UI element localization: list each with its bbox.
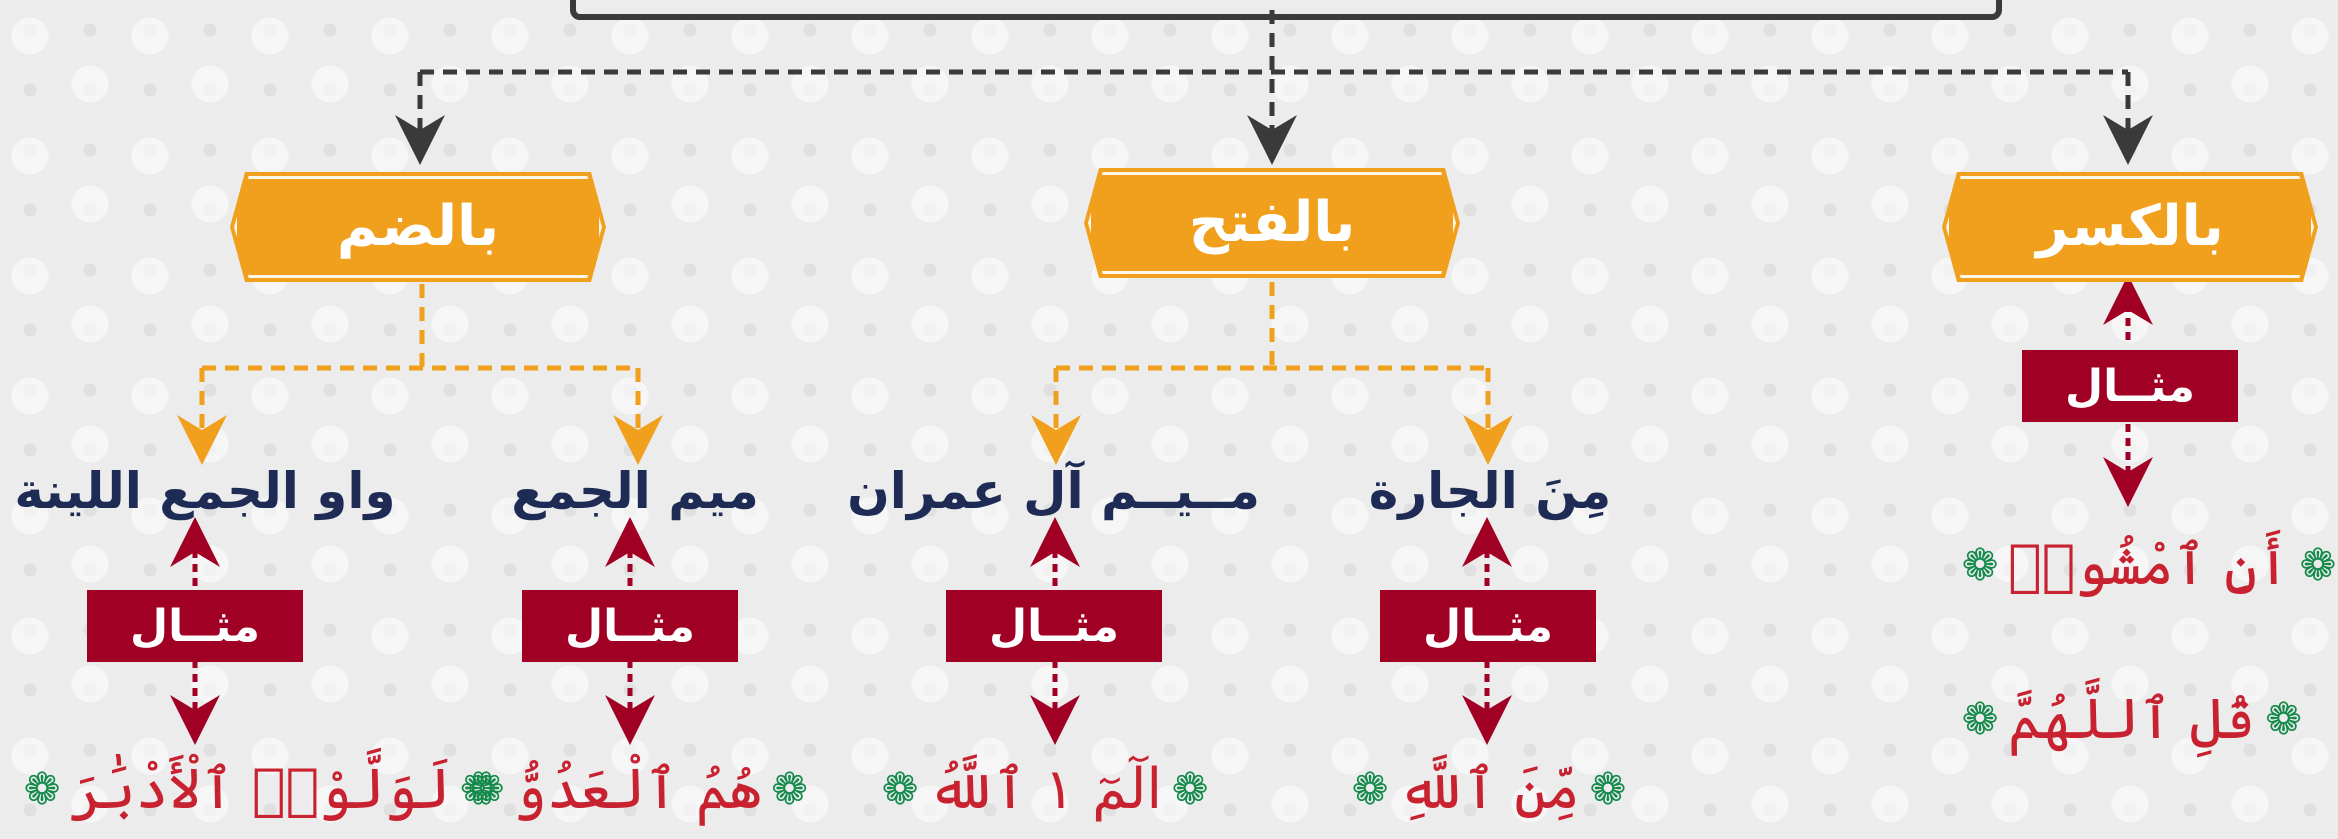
verse-kasr-2: ❁ قُلِ ٱللَّهُمَّ ❁: [1960, 690, 2304, 750]
example-label: مثــال: [130, 600, 260, 652]
verse-min-jarra: ❁ مِّنَ ٱللَّهِ ❁: [1350, 760, 1628, 820]
ornament-icon: ❁: [2299, 540, 2337, 591]
category-label-damm: بالضم: [336, 194, 500, 259]
verse-waw-jam: ❁ لَوَلَّوْا۟ ٱلْأَدْبَٰرَ ❁: [22, 760, 498, 820]
verse-kasr-1: ❁ أَنِ ٱمْشُوا۟ ❁: [1960, 536, 2338, 596]
example-label: مثــال: [989, 600, 1119, 652]
example-tag-mim-al-imran: مثــال: [946, 590, 1162, 662]
category-box-fath: بالفتح: [1084, 168, 1460, 278]
sub-label-waw-jam: واو الجمع اللينة: [14, 462, 396, 520]
ornament-icon: ❁: [771, 764, 808, 815]
verse-mim-jam: ❁ هُمُ ٱلْعَدُوُّ ❁: [466, 760, 810, 820]
category-label-kasr: بالكسر: [2036, 194, 2224, 259]
ornament-icon: ❁: [459, 764, 497, 815]
ornament-icon: ❁: [1961, 540, 1999, 591]
example-tag-mim-jam: مثــال: [522, 590, 738, 662]
verse-text-waw-jam: لَوَلَّوْا۟ ٱلْأَدْبَٰرَ: [70, 757, 451, 822]
top-frame-bar: [570, 0, 2002, 20]
verse-text-min-jarra: مِّنَ ٱللَّهِ: [1398, 757, 1580, 822]
verse-text-kasr-2: قُلِ ٱللَّهُمَّ: [2008, 687, 2256, 752]
verse-text-kasr-1: أَنِ ٱمْشُوا۟: [2008, 533, 2290, 598]
sub-label-mim-jam: ميم الجمع: [511, 462, 759, 520]
example-tag-waw-jam: مثــال: [87, 590, 303, 662]
example-label: مثــال: [1423, 600, 1553, 652]
sub-label-min-jarra: مِنَ الجارة: [1368, 462, 1612, 520]
ornament-icon: ❁: [23, 764, 61, 815]
verse-text-mim-jam: هُمُ ٱلْعَدُوُّ: [514, 757, 762, 822]
ornament-icon: ❁: [1589, 764, 1627, 815]
category-box-damm: بالضم: [230, 172, 606, 282]
ornament-icon: ❁: [2265, 694, 2302, 745]
verse-mim-al-imran: ❁ الٓمٓ ١ ٱللَّهُ ❁: [880, 760, 1210, 820]
ornament-icon: ❁: [1171, 764, 1209, 815]
category-box-kasr: بالكسر: [1942, 172, 2318, 282]
verse-text-mim-al-imran: الٓمٓ ١ ٱللَّهُ: [928, 757, 1163, 822]
ornament-icon: ❁: [881, 764, 919, 815]
example-tag-kasr: مثــال: [2022, 350, 2238, 422]
ornament-icon: ❁: [1351, 764, 1389, 815]
example-label: مثــال: [565, 600, 695, 652]
category-label-fath: بالفتح: [1188, 190, 1356, 255]
sub-label-mim-al-imran: مــيــم آل عمران: [847, 462, 1260, 520]
ornament-icon: ❁: [467, 764, 505, 815]
ornament-icon: ❁: [1961, 694, 1999, 745]
example-label: مثــال: [2065, 360, 2195, 412]
example-tag-min-jarra: مثــال: [1380, 590, 1596, 662]
